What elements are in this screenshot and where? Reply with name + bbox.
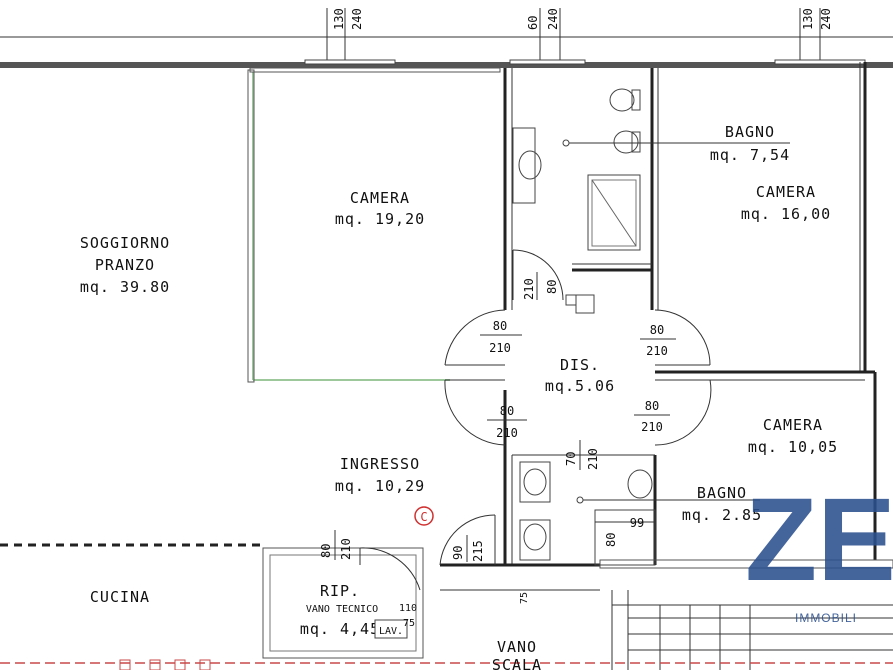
watermark-logo: ZE IMMOBILI xyxy=(745,474,893,625)
camera2-area: mq. 16,00 xyxy=(741,205,831,223)
copyright-letter: C xyxy=(420,510,427,524)
camera3-label: CAMERA xyxy=(763,416,823,434)
dim-80: 80 xyxy=(604,533,618,547)
soggiorno-label-1: SOGGIORNO xyxy=(80,234,170,252)
door-dimensions: 210 80 80 210 80 210 80 210 80 210 70 21… xyxy=(319,272,676,629)
exterior-walls xyxy=(0,59,893,560)
door-ingresso-h: 210 xyxy=(496,426,518,440)
top-dim-2a: 60 xyxy=(526,16,540,30)
vano-scala-label-1: VANO xyxy=(497,638,537,656)
top-dim-3a: 130 xyxy=(801,8,815,30)
door-swings xyxy=(359,249,712,591)
top-dim-1a: 130 xyxy=(332,8,346,30)
door-camera3-w: 80 xyxy=(645,399,659,413)
dim-75-b: 75 xyxy=(519,592,530,604)
top-dim-3b: 240 xyxy=(819,8,833,30)
dim-110: 110 xyxy=(399,603,417,614)
door-camera3-h: 210 xyxy=(641,420,663,434)
door-camera1-w: 80 xyxy=(493,319,507,333)
ingresso-area: mq. 10,29 xyxy=(335,477,425,495)
watermark-letters: ZE xyxy=(745,474,893,606)
door-ingresso-w: 80 xyxy=(500,404,514,418)
camera3-area: mq. 10,05 xyxy=(748,438,838,456)
door-rip-b: 210 xyxy=(339,538,353,560)
door-entry-a: 90 xyxy=(451,546,465,560)
door-entry-b: 215 xyxy=(471,540,485,562)
bathroom1-fixtures xyxy=(512,88,790,251)
staircase xyxy=(611,590,893,670)
copyright-mark: C xyxy=(414,506,434,526)
soggiorno-label-2: PRANZO xyxy=(95,256,155,274)
dim-75-a: 75 xyxy=(403,618,415,629)
dis-label: DIS. xyxy=(560,356,600,374)
door-bagno2-a: 70 xyxy=(564,452,578,466)
bagno2-label: BAGNO xyxy=(697,484,747,502)
door-rip-a: 80 xyxy=(319,544,333,558)
door-camera2-w: 80 xyxy=(650,323,664,337)
bagno1-area: mq. 7,54 xyxy=(710,146,790,164)
lav-label: LAV. xyxy=(379,626,403,637)
watermark-text: IMMOBILI xyxy=(795,611,857,625)
bathroom2-fixtures xyxy=(519,461,760,566)
dim-99: 99 xyxy=(630,516,644,530)
rip-sublabel: VANO TECNICO xyxy=(306,604,378,615)
vano-scala-label-2: SCALA xyxy=(492,656,542,670)
bottom-boundary xyxy=(0,659,893,670)
door-bagno-w: 210 xyxy=(522,278,536,300)
top-dimension-marks: 130 240 60 240 130 240 xyxy=(0,8,893,60)
top-dim-1b: 240 xyxy=(350,8,364,30)
rip-area: mq. 4,45 xyxy=(300,620,380,638)
door-camera2-h: 210 xyxy=(646,344,668,358)
cucina-label: CUCINA xyxy=(90,588,150,606)
top-dim-2b: 240 xyxy=(546,8,560,30)
rip-label: RIP. xyxy=(320,582,360,600)
soggiorno-area: mq. 39.80 xyxy=(80,278,170,296)
door-bagno-h: 80 xyxy=(545,280,559,294)
door-camera1-h: 210 xyxy=(489,341,511,355)
camera2-label: CAMERA xyxy=(756,183,816,201)
bagno1-label: BAGNO xyxy=(725,123,775,141)
room-labels: SOGGIORNO PRANZO mq. 39.80 CAMERA mq. 19… xyxy=(80,123,838,670)
bagno2-area: mq. 2.85 xyxy=(682,506,762,524)
door-bagno2-b: 210 xyxy=(586,448,600,470)
camera1-area: mq. 19,20 xyxy=(335,210,425,228)
camera1-label: CAMERA xyxy=(350,189,410,207)
dis-area: mq.5.06 xyxy=(545,377,615,395)
ingresso-label: INGRESSO xyxy=(340,455,420,473)
